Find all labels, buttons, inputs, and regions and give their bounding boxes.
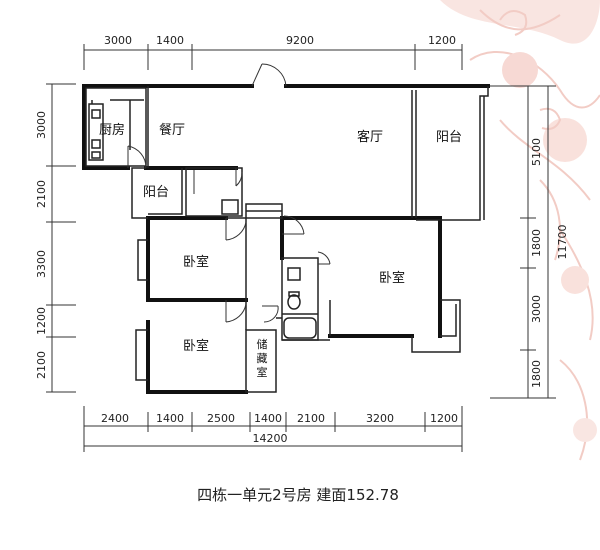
dim-bottom-5: 2100 (297, 412, 325, 425)
room-label-living: 客厅 (357, 129, 383, 145)
room-label-storage-3: 室 (257, 365, 268, 379)
dim-bottom-3: 2500 (207, 412, 235, 425)
dim-left-5: 2100 (35, 351, 48, 379)
dim-left-4: 1200 (35, 307, 48, 335)
dim-bottom-7: 1200 (430, 412, 458, 425)
doors (127, 63, 331, 323)
dim-left-3: 3300 (35, 250, 48, 278)
dim-bottom-1: 2400 (101, 412, 129, 425)
room-label-kitchen: 厨房 (99, 122, 125, 138)
dim-bottom-6: 3200 (366, 412, 394, 425)
exterior-walls (82, 84, 490, 394)
room-label-balcony-west: 阳台 (143, 185, 169, 200)
dim-top-1: 3000 (104, 34, 132, 47)
dim-top-3: 9200 (286, 34, 314, 47)
room-label-bedroom-mid: 卧室 (183, 254, 209, 270)
dim-top-2: 1400 (156, 34, 184, 47)
dim-right-1: 5100 (530, 138, 543, 166)
room-label-storage-2: 藏 (257, 352, 268, 365)
dim-right-total: 11700 (556, 225, 569, 260)
dim-left-2: 2100 (35, 180, 48, 208)
room-label-bedroom-master: 卧室 (379, 270, 405, 286)
room-label-storage-1: 储 (257, 337, 268, 351)
room-label-dining: 餐厅 (159, 122, 185, 138)
dim-bottom-total: 14200 (253, 432, 288, 445)
top-dimension-line (83, 44, 463, 70)
dim-left-1: 3000 (35, 111, 48, 139)
dim-right-2: 1800 (530, 229, 543, 257)
dim-bottom-4: 1400 (254, 412, 282, 425)
room-label-bedroom-south: 卧室 (183, 338, 209, 354)
dim-top-4: 1200 (428, 34, 456, 47)
plan-caption: 四栋一单元2号房 建面152.78 (197, 486, 399, 504)
bottom-dimension-line (83, 406, 463, 452)
room-label-balcony-east: 阳台 (436, 130, 462, 145)
interior-walls (85, 86, 489, 393)
left-dimension-line (46, 83, 76, 393)
right-dimension-line (490, 85, 556, 399)
dim-right-4: 1800 (530, 360, 543, 388)
floral-decoration (440, 0, 600, 461)
dim-bottom-2: 1400 (156, 412, 184, 425)
dim-right-3: 3000 (530, 295, 543, 323)
